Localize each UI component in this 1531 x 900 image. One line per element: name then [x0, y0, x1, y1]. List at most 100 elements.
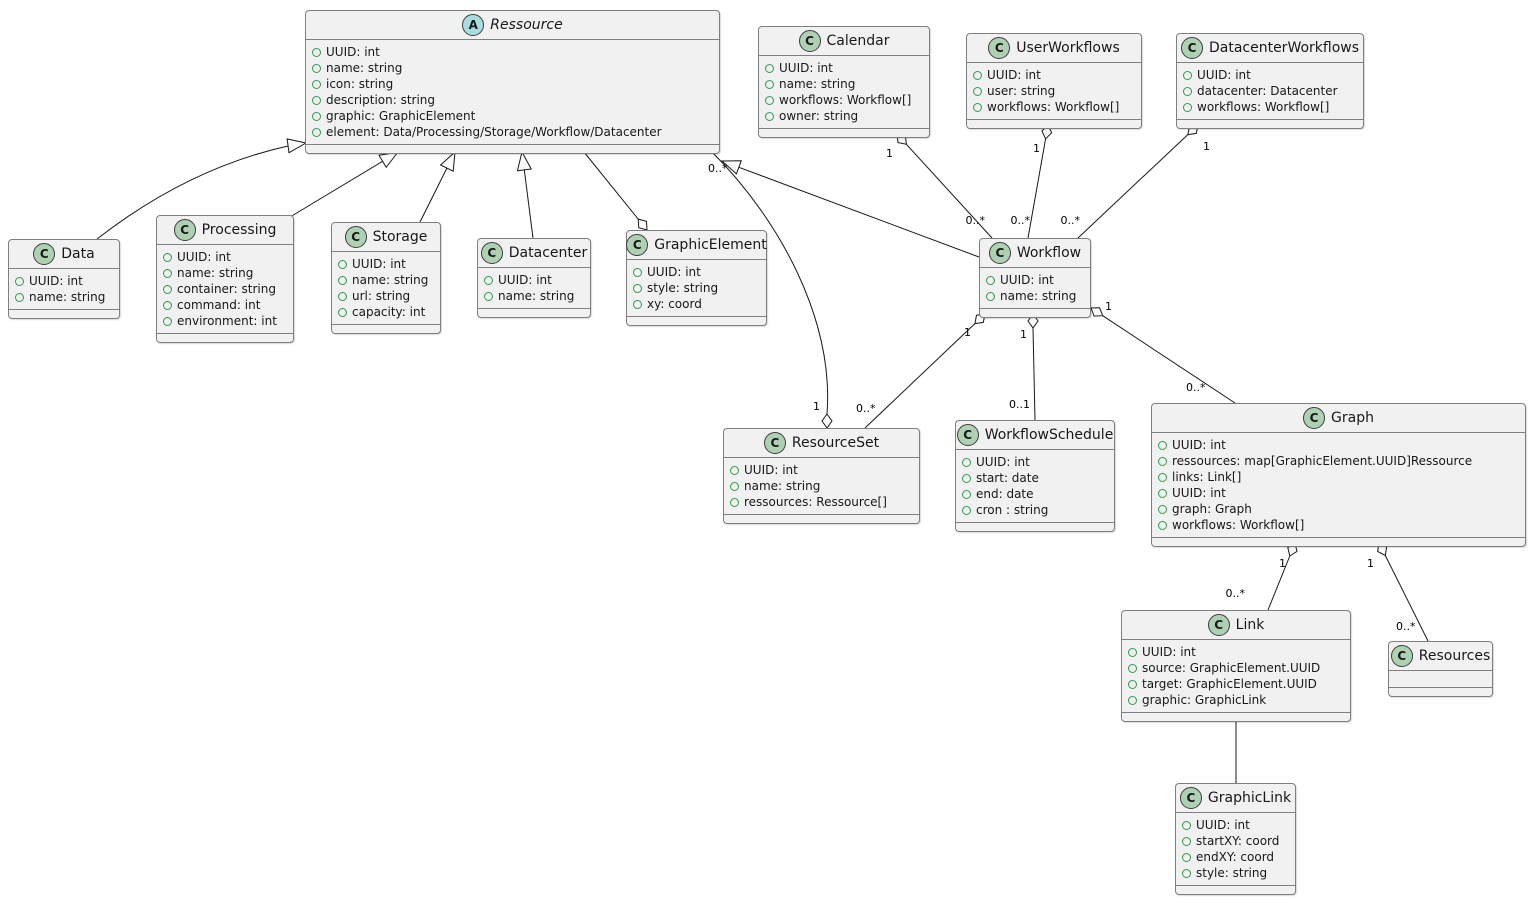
attribute-text: name: string [498, 289, 575, 303]
field-visibility-icon [1158, 488, 1167, 498]
class-attribute: ressources: map[GraphicElement.UUID]Ress… [1158, 453, 1519, 469]
attribute-text: UUID: int [177, 250, 231, 264]
attribute-text: ressources: map[GraphicElement.UUID]Ress… [1172, 454, 1473, 468]
class-attribute: UUID: int [962, 454, 1108, 470]
class-icon: C [1179, 787, 1202, 809]
class-header: C Resources [1389, 642, 1492, 671]
class-attribute: workflows: Workflow[] [1158, 517, 1519, 533]
field-visibility-icon [1128, 679, 1137, 689]
class-attribute: UUID: int [986, 272, 1084, 288]
class-title: Datacenter [508, 245, 588, 261]
class-title: GraphicLink [1207, 790, 1292, 806]
triangle-workflow-ressource [720, 160, 743, 175]
edge-graph-link [1267, 555, 1291, 611]
multiplicity-label: 1 [813, 400, 820, 413]
field-visibility-icon [1182, 820, 1191, 830]
field-visibility-icon [1158, 520, 1167, 530]
class-attribute: environment: int [163, 313, 287, 329]
multiplicity-label: 1 [886, 147, 893, 160]
attribute-text: UUID: int [779, 61, 833, 75]
field-visibility-icon [1183, 102, 1192, 112]
class-attribute: style: string [1182, 865, 1289, 881]
class-icon: C [1207, 614, 1230, 636]
class-attribute: url: string [338, 288, 434, 304]
class-attribute: graphic: GraphicLink [1128, 692, 1344, 708]
methods-compartment [1389, 687, 1492, 696]
field-visibility-icon [730, 465, 739, 475]
diamond-workflow-graph [1090, 307, 1104, 317]
field-visibility-icon [1182, 868, 1191, 878]
attribute-text: UUID: int [976, 455, 1030, 469]
multiplicity-label: 0..* [1061, 214, 1081, 227]
attribute-text: startXY: coord [1196, 834, 1280, 848]
field-visibility-icon [973, 70, 982, 80]
class-header: C Workflow [980, 239, 1090, 268]
class-attribute: name: string [484, 288, 584, 304]
methods-compartment [1177, 119, 1363, 128]
methods-compartment [157, 333, 293, 342]
methods-compartment [306, 144, 719, 153]
edge-graph-resources [1384, 555, 1429, 642]
attribute-text: environment: int [177, 314, 277, 328]
class-icon: C [763, 432, 786, 454]
class-title: UserWorkflows [1016, 40, 1120, 56]
field-visibility-icon [1183, 86, 1192, 96]
class-attribute: name: string [765, 76, 923, 92]
attribute-text: url: string [352, 289, 411, 303]
attribute-text: endXY: coord [1196, 850, 1275, 864]
field-visibility-icon [312, 63, 321, 73]
multiplicity-label: 1 [1105, 300, 1112, 313]
class-title: Storage [372, 229, 428, 245]
multiplicity-label: 0..* [1226, 587, 1246, 600]
field-visibility-icon [765, 63, 774, 73]
triangle-storage-ressource [439, 150, 456, 172]
field-visibility-icon [1128, 663, 1137, 673]
attribute-text: capacity: int [352, 305, 426, 319]
multiplicity-label: 0..1 [1009, 398, 1030, 411]
class-icon: C [344, 226, 367, 248]
class-attribute: UUID: int [1158, 437, 1519, 453]
attribute-text: links: Link[] [1172, 470, 1242, 484]
methods-compartment [9, 309, 119, 318]
attribute-text: cron : string [976, 503, 1049, 517]
class-icon: C [988, 37, 1011, 59]
field-visibility-icon [1158, 456, 1167, 466]
attribute-text: UUID: int [987, 68, 1041, 82]
class-header: C Storage [332, 223, 440, 252]
class-header: A Ressource [306, 11, 719, 40]
methods-compartment [980, 308, 1090, 317]
edge-calendar-workflow [906, 143, 993, 239]
field-visibility-icon [312, 127, 321, 137]
attribute-list [1389, 671, 1492, 687]
attribute-text: UUID: int [647, 265, 701, 279]
class-attribute: description: string [312, 92, 713, 108]
attribute-text: workflows: Workflow[] [987, 100, 1120, 114]
attribute-text: name: string [1000, 289, 1077, 303]
class-header: C GraphicLink [1176, 784, 1295, 813]
field-visibility-icon [1182, 852, 1191, 862]
class-attribute: UUID: int [973, 67, 1135, 83]
edge-workflow-resourceset [864, 323, 976, 429]
attribute-text: target: GraphicElement.UUID [1142, 677, 1317, 691]
attribute-text: workflows: Workflow[] [1172, 518, 1305, 532]
class-icon: C [626, 234, 649, 256]
class-resources: C Resources [1388, 641, 1493, 697]
class-header: C Calendar [759, 27, 929, 56]
attribute-text: element: Data/Processing/Storage/Workflo… [326, 125, 662, 139]
field-visibility-icon [633, 299, 642, 309]
field-visibility-icon [312, 111, 321, 121]
multiplicity-label: 0..* [708, 162, 728, 175]
methods-compartment [956, 522, 1114, 531]
class-header: C Data [9, 240, 119, 269]
class-attribute: owner: string [765, 108, 923, 124]
multiplicity-label: 0..* [856, 402, 876, 415]
field-visibility-icon [1128, 647, 1137, 657]
